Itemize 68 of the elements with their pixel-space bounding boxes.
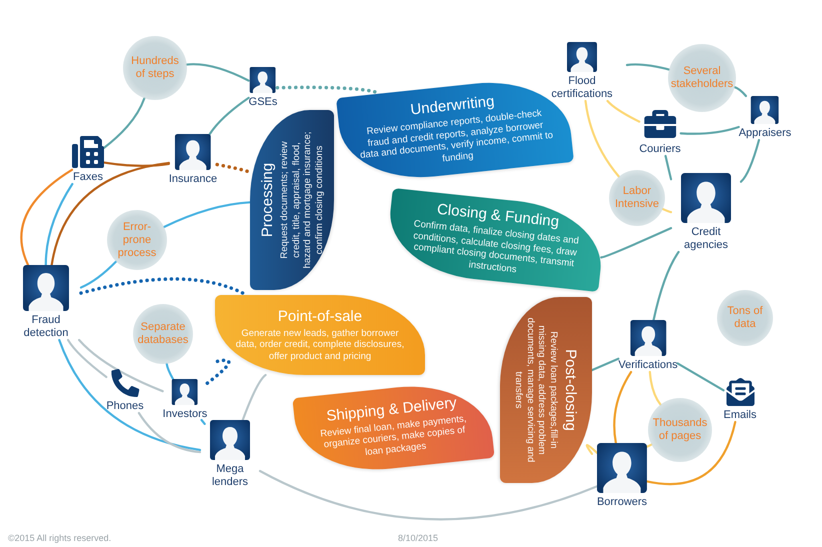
callout-bubble: Labor Intensive	[609, 170, 665, 226]
actor-label: Flood certifications	[550, 75, 614, 101]
connector-line	[20, 168, 74, 266]
connector-line	[662, 208, 672, 214]
connector-line	[740, 138, 760, 183]
connector-line	[166, 362, 174, 380]
process-petal	[250, 110, 334, 290]
callout-bubble: Hundreds of steps	[123, 36, 187, 100]
actor-label: Fraud detection	[22, 314, 70, 340]
callout-bubble: Separate databases	[133, 304, 193, 364]
actor-label: Couriers	[639, 143, 681, 156]
connector-line	[258, 470, 598, 520]
connector-line	[676, 362, 725, 392]
date-label: 8/10/2015	[398, 533, 438, 543]
connector-line	[606, 100, 640, 123]
callout-bubble: Several stakeholders	[668, 44, 736, 112]
connector-line	[652, 250, 680, 322]
connector-line	[680, 126, 740, 135]
connector-line	[626, 63, 670, 71]
actor-label: Borrowers	[596, 496, 648, 509]
connector-line	[162, 201, 252, 228]
connector-line	[646, 420, 736, 486]
connector-line	[590, 358, 620, 372]
petal-description: Review loan packages,fill-in missing data, address problem documents, manage servicing and transfers	[513, 316, 559, 464]
connector-line	[586, 444, 598, 455]
connector-line	[208, 96, 250, 136]
petal-heading: Processing	[259, 162, 276, 238]
process-petal	[500, 297, 592, 483]
connector-line	[734, 86, 748, 98]
connector-line	[648, 370, 662, 406]
copyright-note: ©2015 All rights reserved.	[8, 533, 112, 543]
connector-line	[613, 370, 632, 444]
actor-label: Verifications	[618, 359, 678, 372]
petal-description: Request documents; review credit, title, appraisal, flood, hazard and mortgage insurance; confirm closing conditions	[279, 130, 325, 270]
actor-label: Phones	[106, 400, 144, 413]
callout-bubble: Tons of data	[717, 290, 773, 346]
actor-label: Investors	[162, 408, 208, 421]
connector-line	[66, 338, 108, 378]
connector-line	[186, 63, 250, 82]
connector-line	[138, 412, 202, 454]
actor-label: Insurance	[168, 173, 218, 186]
connector-line	[102, 97, 146, 149]
callout-bubble: Error-prone process	[107, 210, 167, 270]
connector-line	[584, 100, 620, 178]
dotted-connector	[215, 162, 252, 174]
connector-line	[78, 338, 164, 392]
connector-line	[664, 154, 672, 180]
actor-label: Appraisers	[738, 127, 792, 140]
petal-heading: Point-of-sale	[278, 308, 362, 325]
actor-label: Mega lenders	[210, 463, 250, 489]
connector-line	[58, 338, 202, 452]
connector-line	[102, 161, 170, 167]
connector-line	[50, 162, 170, 266]
connector-line	[242, 374, 267, 422]
connector-line	[80, 260, 118, 289]
callout-bubble: Thousands of pages	[648, 398, 712, 462]
actor-label: Emails	[724, 409, 756, 422]
connector-line	[600, 227, 672, 258]
actor-label: Faxes	[73, 171, 103, 184]
process-petal	[215, 295, 425, 375]
connector-line	[44, 182, 74, 266]
connector-line	[200, 418, 206, 425]
petal-description: Generate new leads, gather borrower data, order credit, complete disclosures, offer product and pricing	[234, 328, 406, 362]
actor-label: GSEs	[248, 96, 278, 109]
actor-label: Credit agencies	[682, 226, 730, 252]
dotted-connector	[206, 358, 230, 385]
connector-line	[646, 443, 653, 448]
petal-heading: Post-closing	[562, 349, 579, 431]
